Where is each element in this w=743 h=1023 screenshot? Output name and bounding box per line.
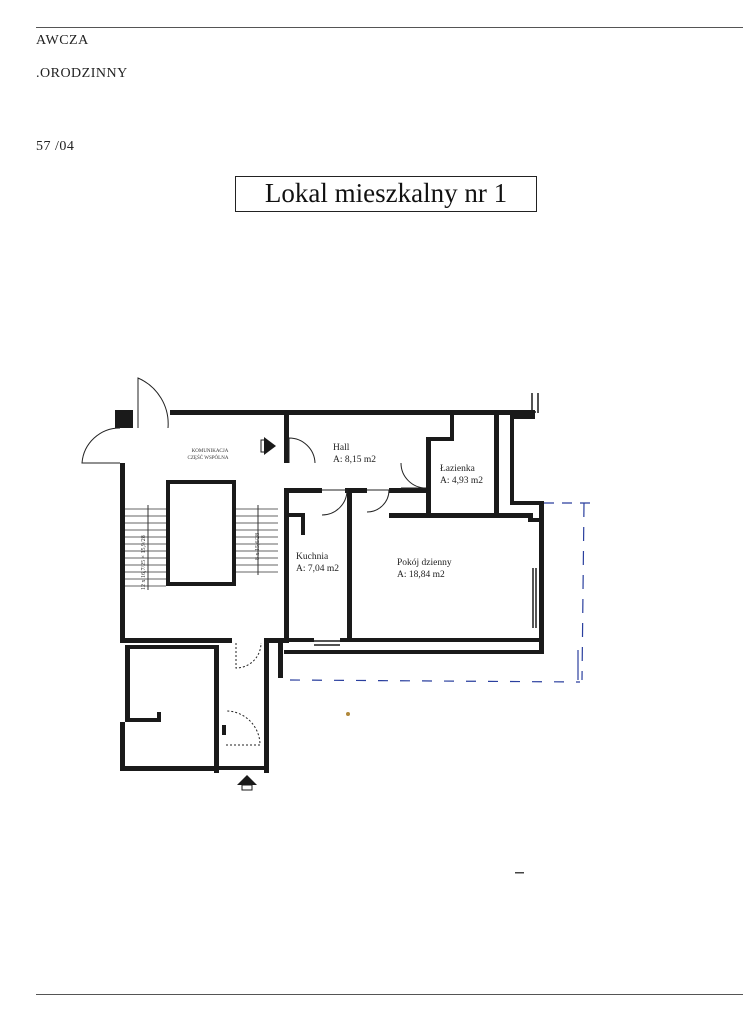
stair-treads [125, 505, 278, 590]
wall-basement-right [214, 645, 219, 773]
wall-hall-bottom-left [284, 488, 322, 493]
top-rule [36, 27, 743, 28]
room-name-bathroom: Łazienka [440, 464, 476, 474]
wall-living-top [389, 513, 533, 518]
wall-shaft-left [166, 480, 170, 586]
wall-bath-right [494, 415, 499, 518]
common-area-label-1: KOMUNIKACJA [192, 449, 229, 454]
wall-basement-top [130, 645, 215, 649]
door-stair-hall [288, 437, 316, 464]
entry-arrows [237, 437, 276, 791]
door-bathroom [400, 462, 427, 489]
door-corridor-upper [235, 642, 262, 669]
door-swings [81, 377, 427, 746]
wall-bath-left [426, 437, 431, 515]
wall-stubs [314, 393, 539, 646]
wall-right-top [510, 415, 535, 419]
wall-shaft-top [166, 480, 236, 484]
scan-speck [346, 712, 350, 716]
wall-bottom-kitchen [284, 638, 314, 642]
stair-dim-left: 12 x 16,7/25 × 15,9/28 [141, 535, 147, 590]
wall-stair-bottom-right [264, 638, 289, 643]
wall-right-exterior [539, 501, 544, 653]
common-area-label-2: CZĘŚĆ WSPÓLNA [188, 455, 229, 461]
wall-entry-bottom [219, 766, 269, 770]
door-entry-top [137, 377, 169, 429]
wall-pillar [115, 410, 133, 428]
wall-basement-left [125, 645, 130, 721]
wall-stair-bottom [120, 638, 232, 643]
door-corridor-lower [225, 710, 261, 746]
terrace-bottom [289, 679, 581, 683]
arrow-right-stem [260, 439, 267, 453]
terrace-right [581, 502, 585, 681]
wall-basement-ledge [125, 718, 161, 722]
arrow-right-icon [264, 437, 276, 455]
wall-bath-notch [450, 415, 454, 441]
wall-living-top-right [528, 518, 539, 522]
wall-corridor-inner [264, 643, 269, 773]
wall-entry-jamb [222, 725, 226, 735]
wall-left-stair [120, 463, 125, 643]
door-kitchen [321, 489, 348, 516]
wall-bottom-exterior [284, 650, 544, 654]
wall-shaft-bottom [166, 582, 236, 586]
wall-shaft-right [232, 480, 236, 586]
arrow-up-icon [237, 775, 257, 785]
wall-basement-bottom [120, 766, 219, 771]
door-entry-left [81, 427, 121, 464]
wall-basement-lower-left [120, 722, 125, 771]
wall-bottom-living [352, 638, 544, 642]
wall-right-upper [510, 415, 514, 505]
door-living [366, 489, 390, 513]
stair-dim-right: 8 x 15,6/28 [255, 533, 261, 560]
wall-hall-bottom-mid [345, 488, 367, 493]
header-line-2: .ORODZINNY [36, 66, 128, 81]
wall-corridor-right [278, 638, 283, 678]
terrace-outline [289, 502, 590, 683]
wall-right-step [510, 501, 543, 505]
header-line-1: AWCZA [36, 33, 89, 48]
arrow-up-stem [241, 784, 253, 791]
room-name-living: Pokój dzienny [397, 558, 452, 568]
header-line-3: 57 /04 [36, 139, 75, 154]
wall-kitchen-niche-side [301, 513, 305, 535]
page-title: Lokal mieszkalny nr 1 [235, 176, 537, 212]
wall-stair-hall [284, 415, 289, 463]
room-area-hall: A: 8,15 m2 [333, 455, 376, 465]
wall-kitchen-living [347, 493, 352, 638]
room-area-kitchen: A: 7,04 m2 [296, 564, 339, 574]
room-name-kitchen: Kuchnia [296, 552, 329, 562]
wall-top [170, 410, 535, 415]
walls [115, 410, 544, 773]
wall-kitchen-niche [289, 513, 305, 517]
wall-bottom-mid [340, 638, 352, 642]
wall-bath-step [426, 437, 454, 441]
room-name-hall: Hall [333, 443, 350, 453]
scan-marks [346, 712, 524, 874]
wall-kitchen-left [284, 493, 289, 638]
room-area-bathroom: A: 4,93 m2 [440, 476, 483, 486]
scan-mark [515, 872, 524, 874]
room-area-living: A: 18,84 m2 [397, 570, 445, 580]
wall-hall-bottom-right [389, 488, 429, 493]
wall-basement-ledge-side [157, 712, 161, 722]
bottom-rule [36, 994, 743, 995]
